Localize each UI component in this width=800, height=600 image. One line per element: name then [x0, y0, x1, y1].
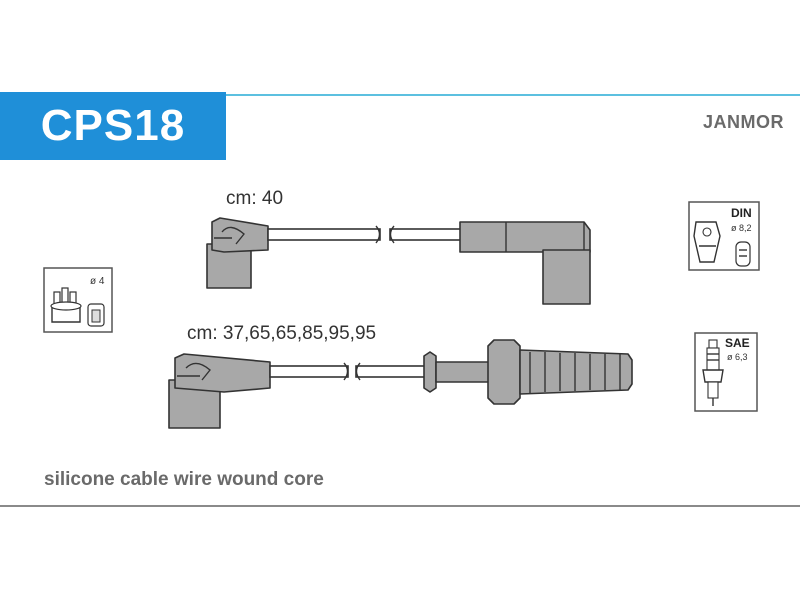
cable-top-length-label: cm: 40 [226, 188, 284, 209]
spark-plug-icon: SAE ø 6,3 [694, 332, 758, 412]
top-cable [206, 217, 591, 305]
sae-standard-label: SAE [725, 336, 750, 350]
top-cable-left-boot [206, 217, 269, 289]
bottom-cable-left-boot [168, 353, 271, 429]
top-cable-wire-left [267, 228, 381, 241]
top-cable-right-boot [459, 221, 591, 305]
top-cable-wire-right [389, 228, 463, 241]
footer-rule [0, 505, 800, 507]
bottom-cable-wire-left [269, 365, 349, 378]
bottom-cable-straight-boot [423, 339, 633, 405]
sae-diameter-label: ø 6,3 [727, 352, 748, 362]
cable-description: silicone cable wire wound core [44, 469, 324, 490]
bottom-cable-wire-right [355, 365, 427, 378]
cable-bottom-length-label: cm: 37,65,65,85,95,95 [187, 323, 377, 344]
product-code: CPS18 [40, 101, 186, 150]
product-code-banner: CPS18 [0, 92, 226, 160]
din-diameter-label: ø 8,2 [731, 223, 752, 233]
distributor-cap-diameter: ø 4 [90, 276, 105, 287]
din-standard-label: DIN [731, 206, 752, 220]
brand-name: JANMOR [702, 112, 784, 132]
din-connector-icon: DIN ø 8,2 [688, 201, 760, 271]
bottom-cable [168, 339, 633, 429]
header-rule [226, 94, 800, 96]
distributor-cap-icon: ø 4 [43, 267, 113, 333]
